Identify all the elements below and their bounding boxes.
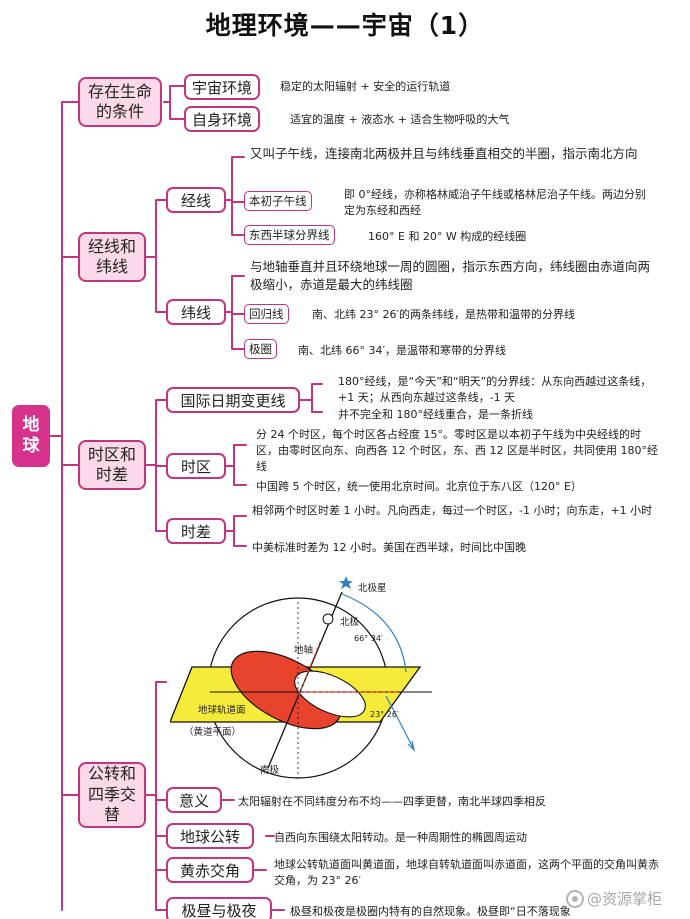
revolution-seasons-box: 公转和四季交替 xyxy=(78,762,146,828)
hemisphere-boundary-desc: 160° E 和 20° W 构成的经线圈 xyxy=(368,230,527,243)
revolution-desc: 自西向东围绕太阳转动。是一种周期性的椭圆周运动 xyxy=(274,831,527,844)
watermark-text: @资源掌柜 xyxy=(587,890,663,908)
root-earth-box: 地球 xyxy=(12,405,50,467)
meaning-box: 意义 xyxy=(166,787,222,813)
prime-meridian-desc: 即 0°经线，亦称格林威治子午线或格林尼治子午线。两边分别定为东经和西经 xyxy=(344,188,646,217)
zone-desc-2: 中国跨 5 个时区，统一使用北京时间。北京位于东八区（120° E） xyxy=(256,480,582,493)
angle-66-label: 66° 34′ xyxy=(354,634,383,643)
south-pole-label: 南极 xyxy=(260,765,280,776)
axis-dashed xyxy=(297,641,321,698)
arc-arrow-icon xyxy=(407,740,416,752)
orbit-diagram-svg xyxy=(169,576,432,779)
self-env-desc: 适宜的温度 + 液态水 + 适合生物呼吸的大气 xyxy=(290,113,510,126)
hemisphere-boundary-box: 东西半球分界线 xyxy=(244,225,335,245)
zone-desc-1: 分 24 个时区，每个时区各占经度 15°。零时区是以本初子午线为中央经线的时区… xyxy=(256,428,658,473)
meaning-desc: 太阳辐射在不同纬度分布不均——四季更替，南北半球四季相反 xyxy=(238,795,546,808)
zone-box: 时区 xyxy=(166,453,226,479)
watermark: @资源掌柜 xyxy=(566,888,662,909)
obliquity-box: 黄赤交角 xyxy=(166,857,254,883)
polaris-label: 北极星 xyxy=(358,583,387,594)
prime-meridian-box: 本初子午线 xyxy=(244,191,312,211)
arc-lower xyxy=(385,695,415,751)
polar-circle-desc: 南、北纬 66° 34′，是温带和寒带的分界线 xyxy=(298,344,506,357)
cosmic-env-box: 宇宙环境 xyxy=(184,74,261,100)
arc-upper xyxy=(341,593,407,673)
meridian-box: 经线 xyxy=(166,187,226,213)
orbit-diagram: 北极星 北极 地轴 66° 34′ 23° 26′ 地球轨道面 （黄道平面） 南… xyxy=(169,572,450,782)
parallel-desc: 与地轴垂直并且环绕地球一周的圆圈，指示东西方向，纬线圈由赤道向两极缩小，赤道是最… xyxy=(250,259,651,293)
revolution-box: 地球公转 xyxy=(166,823,254,849)
meridian-desc: 又叫子午线，连接南北两极并且与纬线垂直相交的半圈，指示南北方向 xyxy=(250,146,638,161)
life-conditions-box: 存在生命的条件 xyxy=(78,77,162,127)
obliquity-desc: 地球公转轨道面叫黄道面，地球自转轨道面叫赤道面，这两个平面的交角叫黄赤交角，为 … xyxy=(274,858,659,887)
time-diff-box: 时差 xyxy=(166,518,226,544)
polar-day-box: 极昼与极夜 xyxy=(166,897,272,919)
equator-ellipse xyxy=(294,670,366,718)
ecliptic-label: （黄道平面） xyxy=(184,727,242,738)
time-zone-box: 时区和时差 xyxy=(78,440,146,490)
page-title: 地理环境——宇宙（1） xyxy=(205,11,485,40)
grid-lines-box: 经线和纬线 xyxy=(78,232,146,282)
north-pole-label: 北极 xyxy=(340,617,360,628)
tropic-box: 回归线 xyxy=(244,304,289,324)
time-diff-desc-1: 相邻两个时区时差 1 小时。凡向西走，每过一个时区，-1 小时；向东走，+1 小… xyxy=(252,504,653,517)
cosmic-env-desc: 稳定的太阳辐射 + 安全的运行轨道 xyxy=(280,80,451,93)
time-diff-desc-2: 中美标准时差为 12 小时。美国在西半球，时间比中国晚 xyxy=(252,541,526,554)
polaris-star-icon xyxy=(339,576,353,589)
dateline-box: 国际日期变更线 xyxy=(166,387,300,413)
orbit-plane-label: 地球轨道面 xyxy=(198,705,246,716)
earth-ellipse xyxy=(230,650,342,730)
weibo-icon xyxy=(566,889,584,908)
angle-23-label: 23° 26′ xyxy=(370,710,399,719)
dateline-desc-1: 180°经线，是“今天”和“明天”的分界线：从东向西越过这条线，+1 天；从西向… xyxy=(338,375,652,404)
axis-label: 地轴 xyxy=(294,645,314,656)
polar-circle-box: 极圈 xyxy=(244,339,277,359)
self-env-box: 自身环境 xyxy=(184,106,261,132)
parallel-box: 纬线 xyxy=(166,299,226,325)
dateline-desc-2: 并不完全和 180°经线重合，是一条折线 xyxy=(338,408,533,421)
polar-day-desc: 极昼和极夜是极圈内特有的自然现象。极昼即“日不落现象 xyxy=(290,905,571,918)
north-pole-marker xyxy=(322,613,334,625)
tropic-desc: 南、北纬 23° 26′的两条纬线，是热带和温带的分界线 xyxy=(312,308,575,321)
